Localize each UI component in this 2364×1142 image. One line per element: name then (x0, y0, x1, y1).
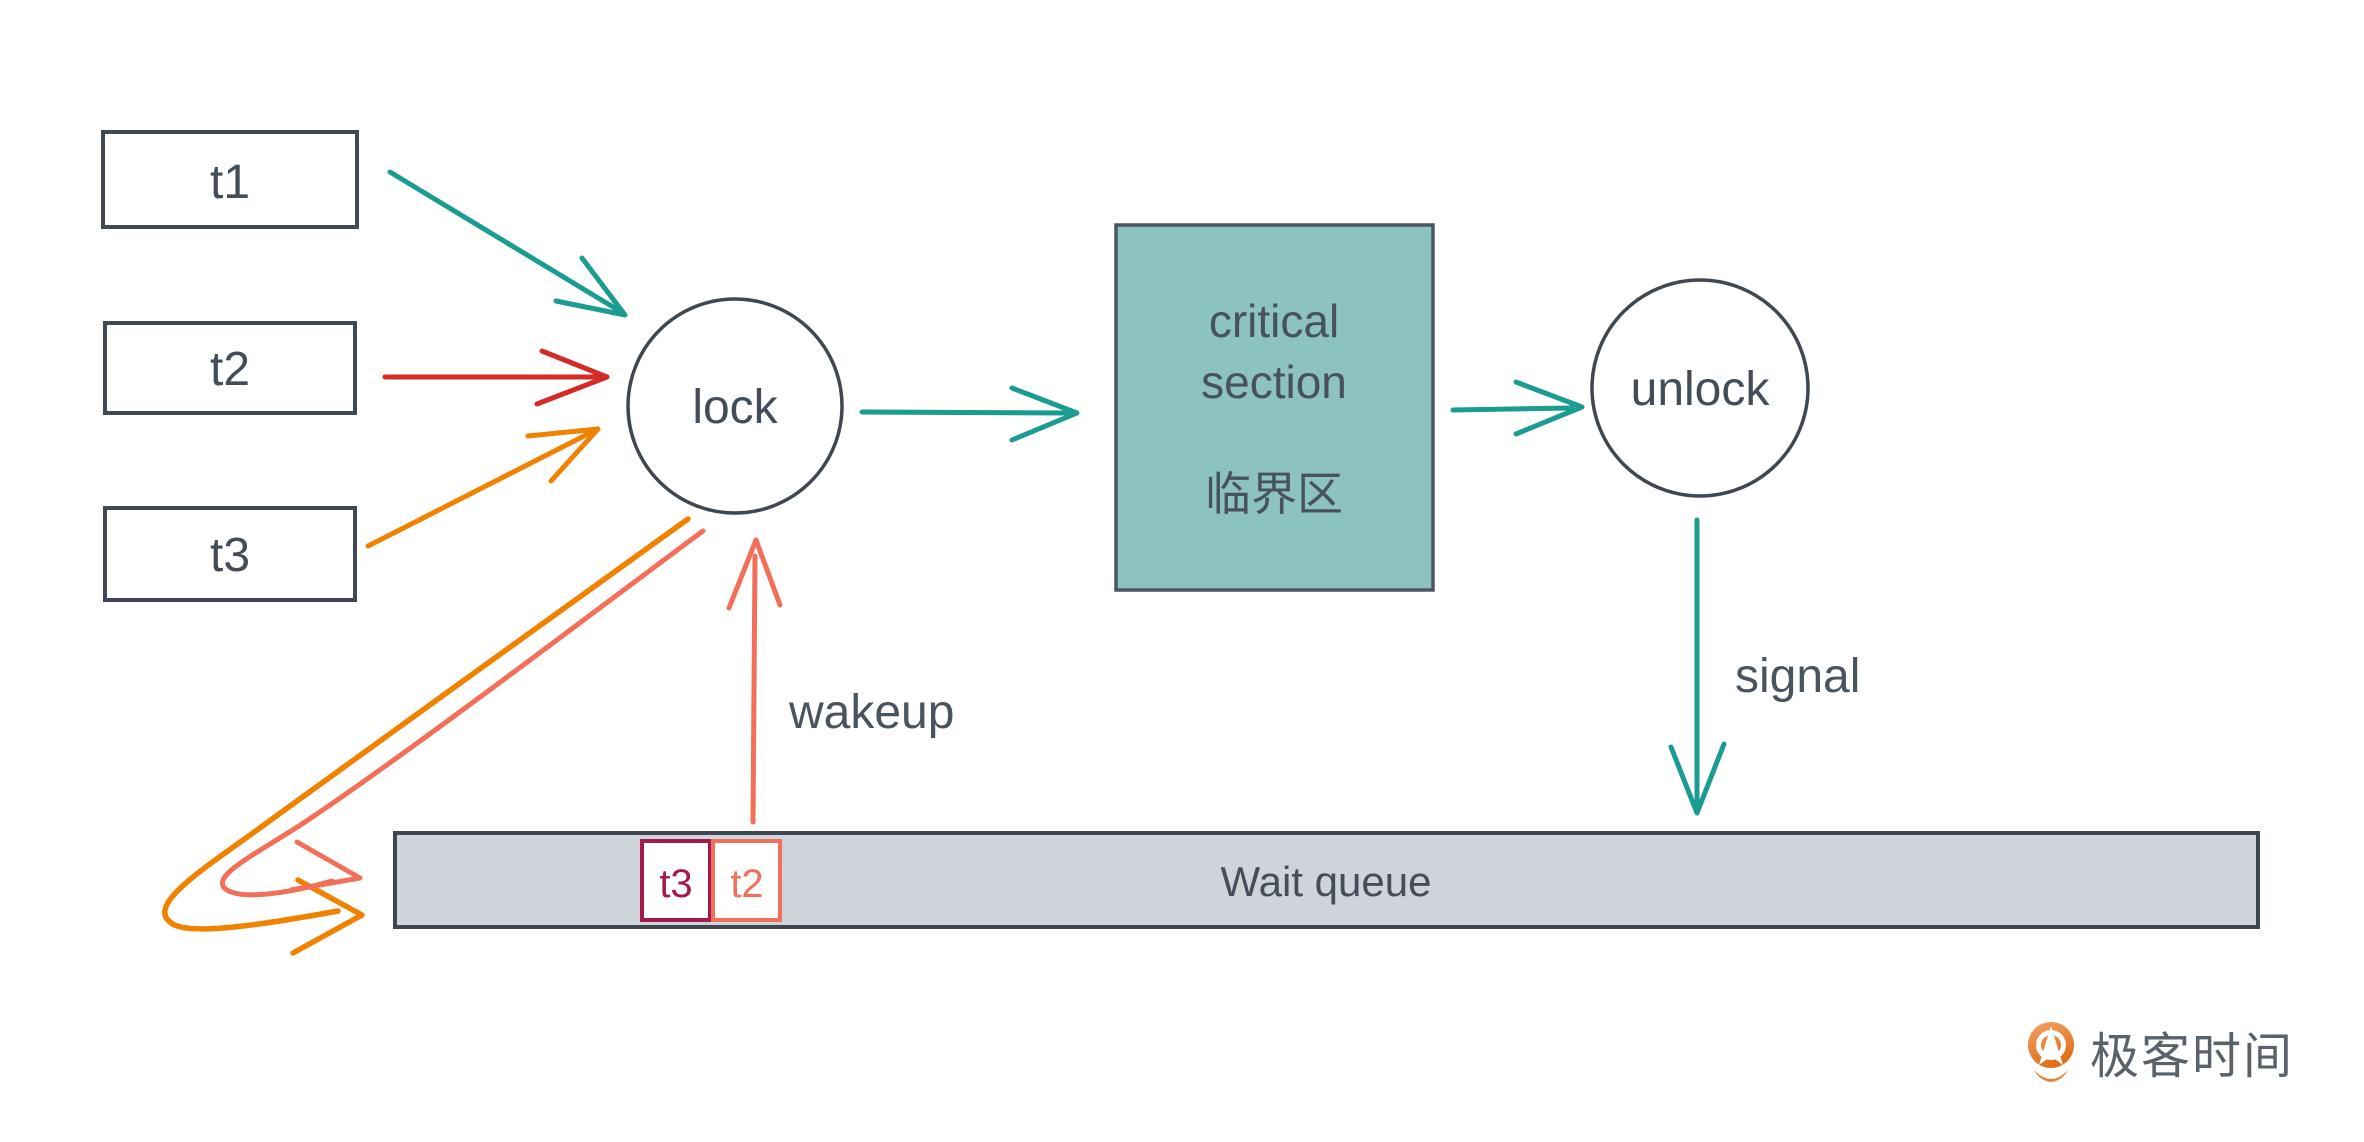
thread-box-t3-rect (103, 506, 357, 602)
geektime-logo: 极客时间 (2028, 1022, 2294, 1084)
wait-queue-item-t3: t3 (640, 839, 712, 922)
arrow-t1-to-lock (387, 169, 628, 318)
wait-queue-item-t2-label: t2 (730, 862, 763, 906)
arrow-wakeup (726, 537, 783, 825)
unlock-circle (1590, 278, 1810, 498)
arrow-signal (1668, 517, 1727, 816)
lock-label: lock (692, 381, 778, 434)
critical-section-line2: section (1201, 356, 1347, 408)
signal-label: signal (1735, 650, 1860, 703)
thread-box-t1-rect (101, 130, 359, 229)
arrow-lock-to-queue-inner (219, 528, 706, 898)
geektime-logo-text: 极客时间 (2090, 1030, 2294, 1084)
thread-box-t1: t1 (101, 130, 359, 229)
critical-section-node: critical section 临界区 (1114, 223, 1435, 592)
wait-queue-item-t2-rect (711, 839, 782, 922)
geektime-logo-tail (2034, 1070, 2068, 1082)
thread-box-t1-label: t1 (210, 156, 250, 209)
thread-box-t3: t3 (103, 506, 357, 602)
arrow-t3-to-lock (365, 426, 601, 549)
thread-box-t2-label: t2 (210, 343, 250, 396)
wait-queue-item-t3-label: t3 (659, 862, 692, 906)
unlock-label: unlock (1631, 363, 1771, 416)
wait-queue: Wait queue t3 t2 (393, 831, 2260, 929)
wakeup-label: wakeup (788, 686, 954, 739)
lock-node: lock (626, 297, 844, 515)
thread-box-t3-label: t3 (210, 529, 250, 582)
geektime-logo-arrow-icon (2039, 1026, 2063, 1065)
lock-circle (626, 297, 844, 515)
arrow-critical-to-unlock (1450, 379, 1585, 437)
arrow-lock-to-critical (859, 385, 1080, 443)
critical-section-line1: critical (1209, 295, 1339, 347)
arrow-lock-to-queue-outer (162, 516, 691, 956)
wait-queue-label: Wait queue (1221, 858, 1432, 905)
critical-section-line3: 临界区 (1205, 468, 1343, 520)
thread-box-t2: t2 (103, 321, 357, 415)
arrow-t2-to-lock (382, 348, 610, 407)
wait-queue-item-t2: t2 (711, 839, 782, 922)
wait-queue-item-t3-rect (640, 839, 712, 922)
thread-box-t2-rect (103, 321, 357, 415)
unlock-node: unlock (1590, 278, 1810, 498)
critical-section-rect (1114, 223, 1435, 592)
